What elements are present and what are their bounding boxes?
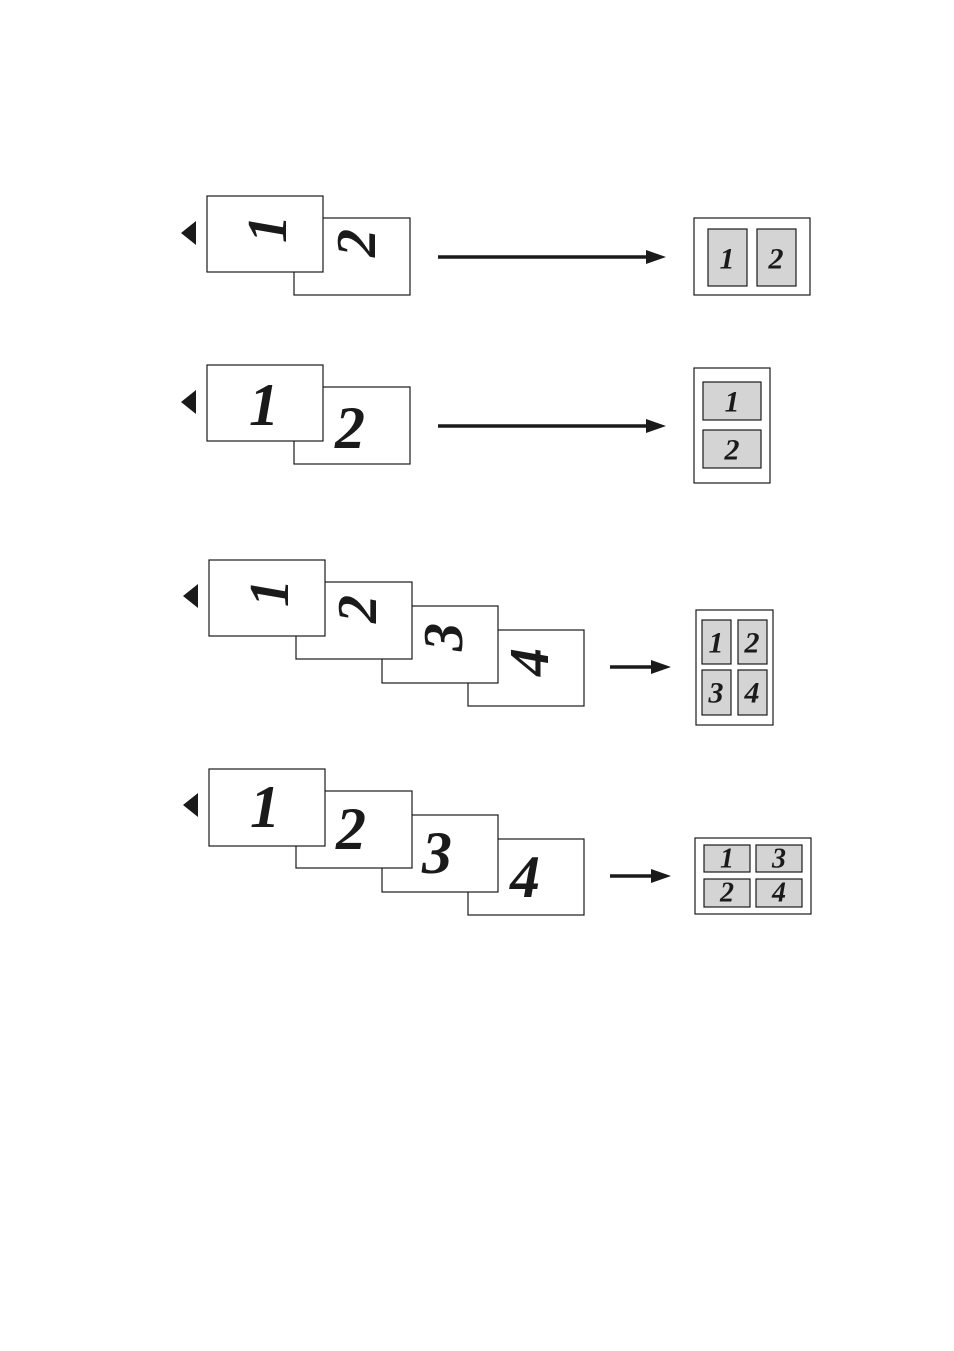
original-page-1: 1 — [207, 196, 323, 272]
arrow-icon — [610, 869, 671, 883]
original-page-number: 1 — [249, 372, 279, 438]
mini-page-number: 2 — [724, 434, 740, 467]
mini-page-number: 4 — [744, 677, 760, 710]
original-page-number: 1 — [237, 215, 299, 243]
arrow-icon — [438, 419, 666, 433]
original-page-number: 1 — [250, 774, 280, 840]
feed-direction-icon — [183, 793, 198, 817]
mini-page-number: 2 — [744, 627, 760, 660]
original-page-number: 3 — [421, 820, 452, 886]
feed-direction-icon — [183, 584, 198, 608]
mini-page-number: 1 — [725, 386, 740, 419]
result-sheet: 1 2 — [694, 368, 770, 483]
diagram-2in1-portrait: 2 1 1 2 — [181, 196, 810, 295]
original-page-number: 4 — [509, 844, 540, 910]
mini-page-number: 3 — [708, 677, 724, 710]
original-page-number: 1 — [239, 579, 301, 607]
diagram-4in1-landscape: 4 3 2 1 1 3 2 4 — [183, 769, 811, 915]
arrow-icon — [438, 250, 666, 264]
original-page-number: 2 — [335, 796, 366, 862]
mini-page-number: 2 — [768, 243, 784, 276]
mini-page-number: 1 — [720, 844, 734, 875]
feed-direction-icon — [181, 390, 196, 414]
feed-direction-icon — [181, 221, 196, 245]
original-page-1: 1 — [207, 365, 323, 441]
original-page-number: 2 — [334, 395, 365, 461]
original-page-number: 2 — [327, 595, 389, 624]
diagram-2in1-landscape: 2 1 1 2 — [181, 365, 770, 483]
result-sheet: 1 2 — [694, 218, 810, 295]
result-sheet: 1 2 3 4 — [696, 610, 773, 725]
arrow-icon — [610, 660, 671, 674]
original-page-1: 1 — [209, 769, 325, 846]
mini-page-number: 3 — [771, 844, 786, 875]
result-sheet: 1 3 2 4 — [695, 838, 811, 914]
original-page-1: 1 — [209, 560, 325, 636]
mini-page-number: 2 — [719, 878, 734, 909]
original-page-number: 4 — [499, 648, 561, 677]
diagram-4in1-portrait: 4 3 2 1 1 2 3 4 — [183, 560, 773, 725]
original-page-number: 3 — [413, 623, 475, 652]
mini-page-number: 4 — [771, 878, 786, 909]
mini-page-number: 1 — [720, 243, 735, 276]
original-page-number: 2 — [326, 229, 388, 258]
mini-page-number: 1 — [709, 627, 724, 660]
